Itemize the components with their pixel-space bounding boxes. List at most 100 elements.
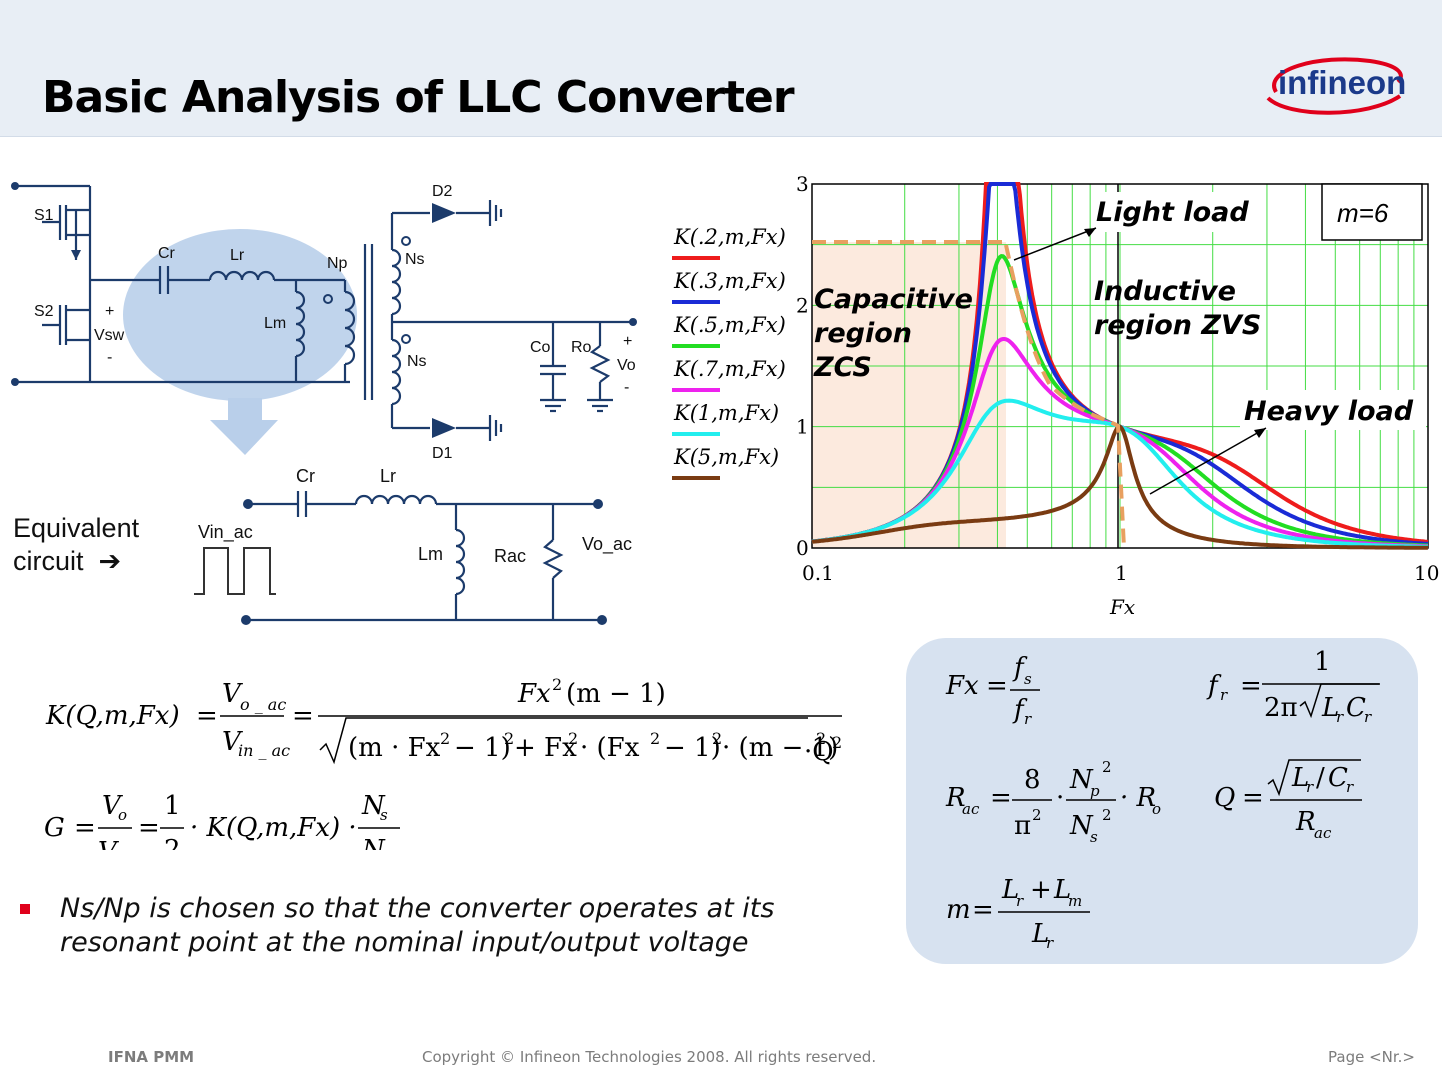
- svg-text:C: C: [1346, 693, 1366, 723]
- svg-text:1: 1: [164, 791, 181, 821]
- svg-text:N: N: [1069, 765, 1094, 795]
- chart-frame: [811, 183, 1429, 549]
- svg-text:2: 2: [164, 835, 181, 850]
- svg-text:8: 8: [1024, 765, 1041, 795]
- svg-text:=: =: [196, 701, 218, 731]
- page-title: Basic Analysis of LLC Converter: [42, 72, 795, 123]
- y-tick-label: 3: [796, 172, 809, 196]
- svg-text:s: s: [380, 806, 388, 824]
- svg-text:2: 2: [440, 729, 450, 748]
- svg-text:L: L: [1031, 919, 1049, 949]
- legend-label: K(.2,m,Fx): [673, 225, 786, 249]
- svg-text:+: +: [1030, 875, 1052, 905]
- svg-text:· (Fx: · (Fx: [580, 733, 640, 763]
- svg-text:in _ ac: in _ ac: [238, 741, 290, 760]
- label-d2: D2: [432, 183, 453, 200]
- svg-text:2: 2: [816, 729, 826, 748]
- svg-text:ac: ac: [1314, 824, 1332, 842]
- label-vo: Vo: [617, 357, 636, 374]
- svg-text:2: 2: [1032, 806, 1042, 824]
- svg-text:=: =: [292, 701, 314, 731]
- svg-text:ac: ac: [962, 800, 980, 818]
- svg-text:1: 1: [1314, 647, 1331, 677]
- g-lhs: G: [44, 813, 65, 843]
- svg-text:r: r: [1024, 710, 1032, 728]
- label-lm: Lm: [264, 315, 286, 332]
- svg-text:R: R: [945, 783, 966, 813]
- svg-text:Q: Q: [1214, 783, 1235, 813]
- svg-text:L: L: [1001, 875, 1019, 905]
- svg-text:(m − 1): (m − 1): [566, 679, 666, 709]
- svg-text:2: 2: [712, 729, 722, 748]
- x-axis-label: Fx: [1109, 595, 1135, 619]
- svg-text:r: r: [1046, 934, 1054, 952]
- label-cr: Cr: [158, 245, 176, 262]
- svg-text:· R: · R: [1120, 783, 1156, 813]
- footer-copyright: Copyright © Infineon Technologies 2008. …: [422, 1048, 877, 1066]
- x-tick-label: 0.1: [802, 561, 834, 585]
- label-co: Co: [530, 339, 551, 356]
- svg-text:2: 2: [832, 733, 842, 752]
- x-tick-label: 10: [1414, 561, 1439, 585]
- svg-text:m: m: [946, 895, 971, 925]
- llc-circuit-diagram: S1 S2 Cr Lr Np Lm + Vsw - D2 D1 Ns Ns Co…: [11, 182, 637, 625]
- footer-page: Page <Nr.>: [1328, 1048, 1415, 1066]
- svg-text:2: 2: [504, 729, 514, 748]
- svg-text:=: =: [1240, 671, 1262, 701]
- label-ns-top: Ns: [405, 251, 425, 268]
- peak-locus-dashed: [1004, 244, 1126, 549]
- eq-label-vo: Vo_ac: [582, 534, 632, 555]
- svg-text:r: r: [1364, 708, 1372, 726]
- down-arrow: [210, 398, 278, 455]
- eq-label-vin: Vin_ac: [198, 522, 253, 543]
- svg-text:o: o: [118, 806, 127, 824]
- svg-text:π: π: [1014, 811, 1031, 841]
- infineon-logo: infineon: [1266, 57, 1406, 115]
- svg-text:R: R: [1295, 807, 1316, 837]
- light-load-label: Light load: [1096, 197, 1249, 228]
- label-ns-bottom: Ns: [407, 353, 427, 370]
- svg-text:=: =: [1242, 783, 1264, 813]
- header-band: [0, 0, 1442, 137]
- svg-text:L: L: [1321, 693, 1339, 723]
- label-d1: D1: [432, 445, 453, 462]
- bullet-text: Ns/Np is chosen so that the converter op…: [60, 893, 775, 958]
- m-label: m=6: [1337, 198, 1389, 228]
- svg-text:=: =: [74, 813, 96, 843]
- svg-text:· (m − 1): · (m − 1): [722, 733, 838, 763]
- inductive-label-2: region ZVS: [1094, 310, 1261, 341]
- y-tick-label: 1: [796, 415, 809, 439]
- svg-text:=: =: [972, 895, 994, 925]
- svg-text:· K(Q,m,Fx) ·: · K(Q,m,Fx) ·: [190, 813, 357, 843]
- label-s1: S1: [34, 207, 54, 224]
- label-np: Np: [327, 255, 348, 272]
- equivalent-circuit-label: Equivalent circuit ➔: [13, 513, 140, 576]
- label-vo-plus: +: [623, 333, 632, 350]
- svg-text:N: N: [1069, 811, 1094, 841]
- svg-text:− 1): − 1): [664, 733, 721, 763]
- k-lhs: K(Q,m,Fx): [45, 701, 180, 731]
- x-tick-label: 1: [1115, 561, 1128, 585]
- svg-text:(m · Fx: (m · Fx: [348, 733, 441, 763]
- svg-text:2: 2: [650, 729, 660, 748]
- svg-text:2: 2: [568, 729, 578, 748]
- svg-text:=: =: [138, 813, 160, 843]
- label-lr: Lr: [230, 247, 245, 264]
- svg-text:·Q: ·Q: [804, 737, 834, 767]
- label-vo-minus: -: [624, 379, 629, 396]
- footer-left: IFNA PMM: [108, 1048, 195, 1066]
- svg-text:2: 2: [1102, 758, 1112, 776]
- capacitive-region-shade: [812, 242, 1006, 548]
- label-vsw-minus: -: [107, 349, 112, 366]
- svg-text:/: /: [1316, 763, 1325, 793]
- svg-text:o _ ac: o _ ac: [240, 695, 286, 714]
- svg-text:p: p: [1090, 782, 1100, 800]
- heavy-load-label: Heavy load: [1244, 396, 1414, 427]
- svg-text:r: r: [1306, 778, 1314, 796]
- capacitive-label-1: Capacitive: [814, 284, 973, 315]
- legend-label: K(.7,m,Fx): [673, 357, 786, 381]
- inductive-label-1: Inductive: [1094, 276, 1236, 307]
- definitions-box: [906, 638, 1418, 964]
